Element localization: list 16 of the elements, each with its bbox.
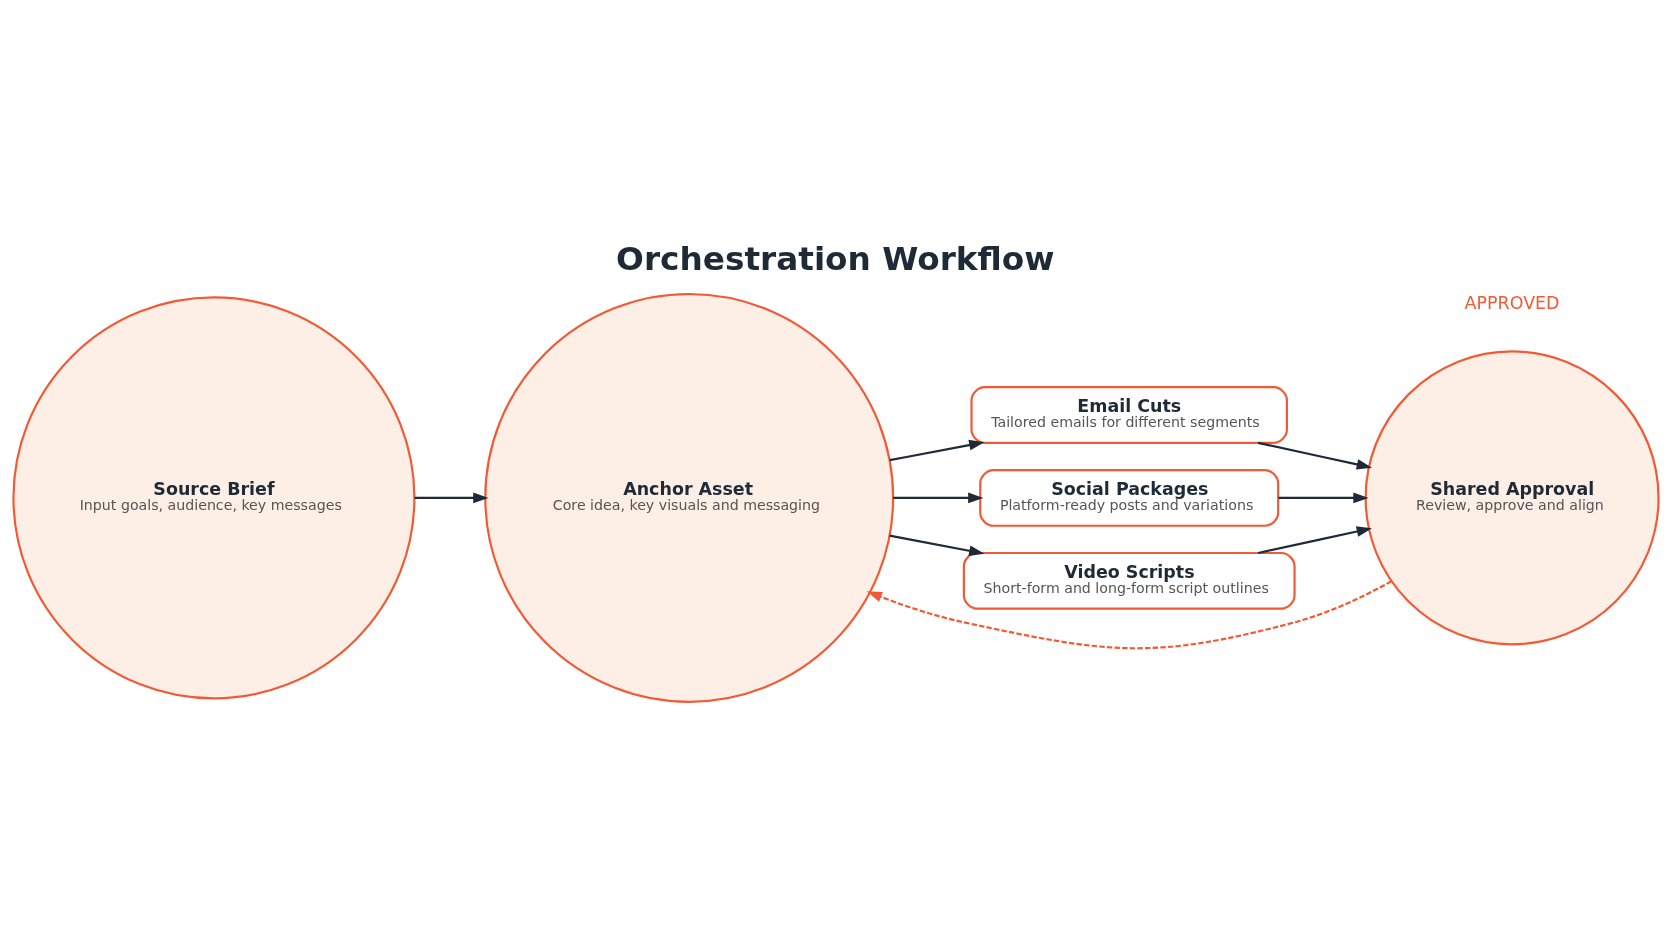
arrow [889,534,985,556]
node-box: Social Packages Platform-ready posts and variations [979,468,1280,527]
arrow [866,579,1392,649]
arrow [893,492,984,503]
node-box: Video Scripts Short-form and long-form script outlines [962,551,1296,610]
label: APPROVED [1464,292,1560,313]
node-circle: Shared Approval Review, approve and align [1364,349,1660,645]
arrow [1257,525,1372,554]
node-circle: Source Brief Input goals, audience, key messages [12,295,416,699]
arrow [1257,441,1372,470]
arrow [1278,492,1369,503]
node-circle: Anchor Asset Core idea, key visuals and messaging [484,292,895,703]
arrow [414,492,489,503]
node-box: Email Cuts Tailored emails for different segments [970,385,1288,444]
diagram-title: Orchestration Workflow [616,239,1055,278]
arrow [889,439,985,461]
